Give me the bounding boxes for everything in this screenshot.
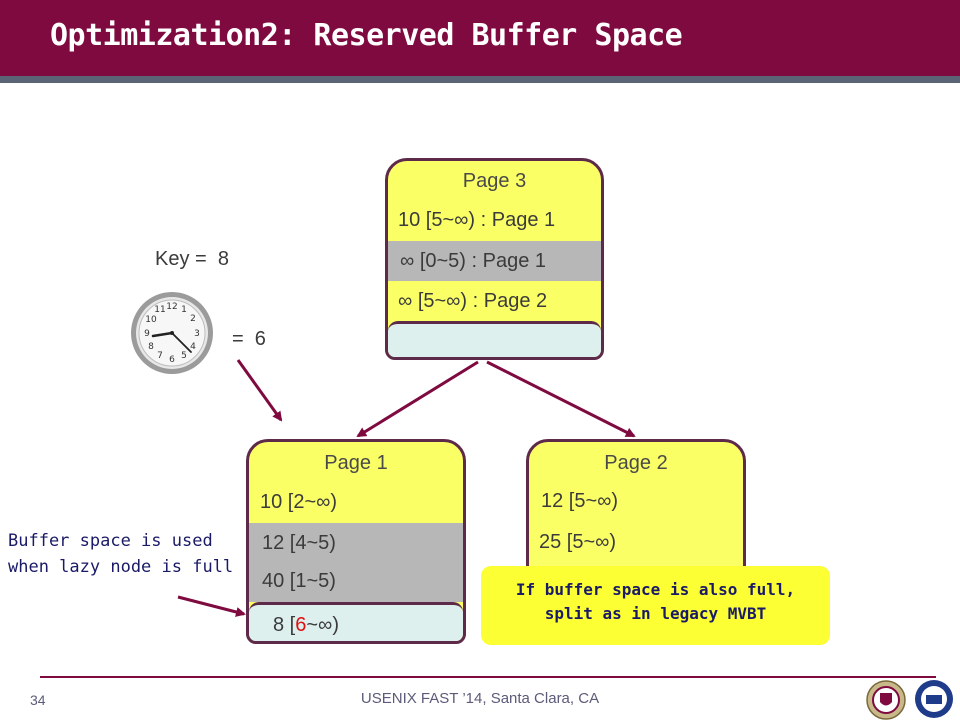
university-seal-icon — [866, 680, 906, 720]
time-label: = 6 — [232, 328, 266, 350]
buffer-note: Buffer space is used when lazy node is f… — [8, 528, 233, 580]
title-bar — [0, 0, 960, 76]
node-page3: Page 3 10 [5~∞) : Page 1 ∞ [0~5) : Page … — [385, 158, 604, 360]
node-page1-entry: 12 [4~5) — [249, 523, 463, 563]
node-page3-entry: 10 [5~∞) : Page 1 — [388, 201, 601, 239]
footer-text: USENIX FAST ’14, Santa Clara, CA — [360, 690, 600, 707]
note-line: when lazy node is full — [8, 557, 234, 577]
node-page3-entry: ∞ [5~∞) : Page 2 — [388, 281, 601, 321]
svg-text:12: 12 — [166, 302, 177, 312]
footer-divider — [40, 676, 936, 678]
node-page1-entry: 10 [2~∞) — [249, 482, 463, 522]
svg-text:2: 2 — [190, 314, 196, 324]
node-page3-entry: ∞ [0~5) : Page 1 — [388, 241, 601, 281]
svg-text:5: 5 — [181, 351, 187, 361]
arrow-time-to-page1 — [236, 359, 283, 422]
svg-text:1: 1 — [181, 305, 187, 315]
svg-text:9: 9 — [144, 329, 150, 339]
node-page1-title: Page 1 — [324, 452, 388, 474]
arrow-page3-to-page2 — [486, 360, 636, 438]
slide-number: 34 — [30, 692, 46, 708]
buffer-entry-highlight: 6 — [295, 614, 307, 636]
callout-line: split as in legacy MVBT — [544, 604, 767, 623]
svg-text:4: 4 — [190, 342, 196, 352]
svg-text:11: 11 — [154, 305, 165, 315]
node-page2-entry: 25 [5~∞) — [529, 523, 743, 563]
svg-text:6: 6 — [169, 355, 175, 365]
slide-title: Optimization2: Reserved Buffer Space — [50, 18, 683, 53]
svg-text:3: 3 — [194, 329, 200, 339]
svg-text:10: 10 — [145, 315, 157, 325]
node-page1-entry: 40 [1~5) — [249, 563, 463, 602]
node-page1: Page 1 10 [2~∞) 12 [4~5) 40 [1~5) 8 [6~∞… — [246, 439, 466, 644]
node-page3-buffer — [388, 321, 601, 357]
node-page1-buffer: 8 [6~∞) — [249, 602, 463, 641]
note-line: Buffer space is used — [8, 531, 213, 551]
title-stripe — [0, 76, 960, 83]
buffer-entry-suffix: ~∞) — [306, 614, 339, 636]
split-callout: If buffer space is also full, split as i… — [481, 566, 830, 645]
svg-text:8: 8 — [148, 342, 154, 352]
svg-text:7: 7 — [157, 351, 163, 361]
university-logo-icon — [915, 680, 953, 718]
buffer-entry-prefix: 8 [ — [273, 614, 296, 636]
callout-line: If buffer space is also full, — [515, 580, 796, 599]
node-page2-title: Page 2 — [604, 452, 668, 474]
arrow-note-to-buffer — [177, 595, 246, 617]
arrow-page3-to-page1 — [356, 360, 479, 438]
node-page2-entry: 12 [5~∞) — [529, 482, 743, 522]
node-page3-title: Page 3 — [462, 170, 527, 192]
key-label: Key = 8 — [155, 248, 229, 270]
